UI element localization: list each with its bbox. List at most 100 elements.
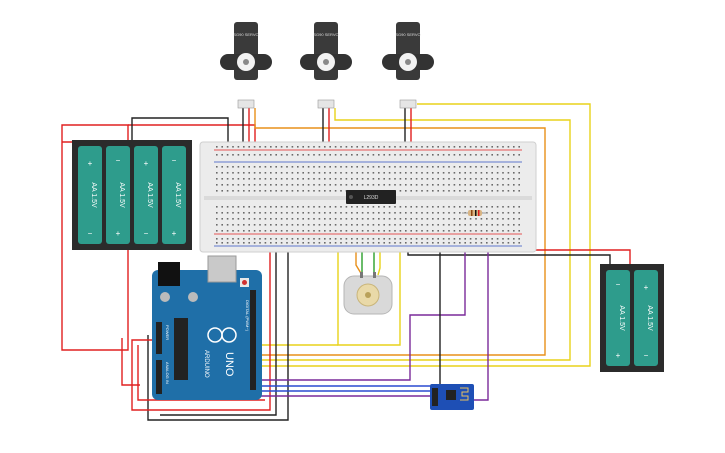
breadboard-hole bbox=[324, 218, 326, 220]
servo-1[interactable]: SG90 SERVO bbox=[220, 22, 272, 109]
breadboard-hole bbox=[275, 242, 277, 244]
breadboard-hole bbox=[437, 242, 439, 244]
breadboard-hole bbox=[248, 172, 250, 174]
driver-chip[interactable]: L293D bbox=[346, 190, 396, 204]
breadboard-hole bbox=[410, 206, 412, 208]
breadboard-hole bbox=[324, 206, 326, 208]
breadboard-hole bbox=[421, 212, 423, 214]
breadboard-hole bbox=[464, 154, 466, 156]
breadboard-hole bbox=[453, 212, 456, 214]
breadboard-hole bbox=[415, 190, 418, 192]
breadboard-hole bbox=[372, 230, 375, 232]
breadboard-hole bbox=[313, 206, 315, 208]
breadboard-hole bbox=[388, 172, 391, 174]
breadboard-hole bbox=[486, 178, 488, 180]
breadboard-hole bbox=[226, 154, 229, 156]
breadboard-hole bbox=[226, 218, 229, 220]
breadboard-hole bbox=[253, 218, 256, 220]
breadboard-hole bbox=[469, 218, 472, 220]
breadboard-hole bbox=[291, 206, 294, 208]
breadboard-hole bbox=[437, 206, 439, 208]
breadboard-hole bbox=[324, 184, 326, 186]
breadboard-hole bbox=[307, 238, 310, 240]
breadboard-hole bbox=[259, 242, 261, 244]
battery-pack-right[interactable]: − AA 1.5V + + AA 1.5V − bbox=[600, 264, 664, 372]
breadboard-hole bbox=[351, 146, 353, 148]
breadboard-hole bbox=[221, 212, 223, 214]
breadboard-hole bbox=[518, 190, 520, 192]
breadboard-hole bbox=[221, 190, 223, 192]
breadboard-hole bbox=[324, 178, 326, 180]
breadboard-hole bbox=[448, 178, 450, 180]
breadboard-hole bbox=[448, 166, 450, 168]
breadboard-hole bbox=[367, 178, 369, 180]
wire-yellow bbox=[258, 108, 571, 361]
breadboard-hole bbox=[486, 184, 488, 186]
breadboard-hole bbox=[248, 230, 250, 232]
breadboard-hole bbox=[232, 166, 234, 168]
breadboard-hole bbox=[221, 230, 223, 232]
breadboard-hole bbox=[243, 212, 245, 214]
breadboard-hole bbox=[356, 172, 358, 174]
breadboard-hole bbox=[367, 212, 369, 214]
breadboard-hole bbox=[426, 218, 429, 220]
breadboard-hole bbox=[367, 146, 369, 148]
motor-shaft bbox=[365, 292, 371, 298]
servo-shaft bbox=[323, 59, 329, 65]
breadboard-hole bbox=[275, 224, 277, 226]
breadboard-hole bbox=[226, 206, 229, 208]
breadboard-hole bbox=[491, 206, 493, 208]
breadboard-hole bbox=[502, 184, 504, 186]
servo-body bbox=[396, 22, 420, 80]
breadboard-hole bbox=[243, 166, 245, 168]
breadboard-hole bbox=[307, 212, 310, 214]
breadboard-hole bbox=[469, 242, 472, 244]
breadboard-hole bbox=[280, 184, 283, 186]
arduino-uno[interactable]: ARDUINO UNO POWER ANALOG IN DIGITAL (PWM… bbox=[152, 255, 262, 400]
breadboard-hole bbox=[383, 154, 385, 156]
breadboard-hole bbox=[486, 166, 488, 168]
breadboard-hole bbox=[237, 238, 240, 240]
breadboard-hole bbox=[388, 218, 391, 220]
breadboard-hole bbox=[415, 230, 418, 232]
breadboard-hole bbox=[469, 206, 472, 208]
breadboard-hole bbox=[302, 230, 304, 232]
breadboard-hole bbox=[259, 178, 261, 180]
breadboard-hole bbox=[507, 212, 510, 214]
breadboard-hole bbox=[237, 224, 240, 226]
breadboard-hole bbox=[275, 178, 277, 180]
breadboard-hole bbox=[318, 190, 321, 192]
breadboard-hole bbox=[459, 242, 461, 244]
breadboard-hole bbox=[259, 154, 261, 156]
servo-3[interactable]: SG90 SERVO bbox=[382, 22, 434, 109]
breadboard-hole bbox=[243, 218, 245, 220]
breadboard-hole bbox=[297, 146, 299, 148]
breadboard-hole bbox=[324, 242, 326, 244]
breadboard-hole bbox=[264, 224, 267, 226]
breadboard-hole bbox=[253, 206, 256, 208]
breadboard-hole bbox=[415, 242, 418, 244]
breadboard-hole bbox=[264, 146, 267, 148]
breadboard-hole bbox=[324, 172, 326, 174]
breadboard-hole bbox=[491, 212, 493, 214]
breadboard-hole bbox=[318, 238, 321, 240]
breadboard-hole bbox=[356, 206, 358, 208]
breadboard-hole bbox=[469, 154, 472, 156]
battery-pack-left[interactable]: + AA 1.5V − − AA 1.5V + + AA 1.5V − − AA… bbox=[72, 140, 192, 250]
battery-minus: − bbox=[616, 280, 621, 289]
breadboard-hole bbox=[410, 154, 412, 156]
breadboard-hole bbox=[399, 242, 402, 244]
resistor[interactable] bbox=[462, 210, 488, 216]
capacitor bbox=[160, 292, 170, 302]
wifi-module[interactable] bbox=[430, 384, 474, 410]
breadboard-hole bbox=[351, 238, 353, 240]
servo-2[interactable]: SG90 SERVO bbox=[300, 22, 352, 109]
breadboard-hole bbox=[437, 218, 439, 220]
breadboard-hole bbox=[297, 242, 299, 244]
breadboard-hole bbox=[453, 238, 456, 240]
battery-minus: − bbox=[644, 351, 649, 360]
breadboard-hole bbox=[426, 166, 429, 168]
dc-motor[interactable] bbox=[343, 272, 393, 315]
breadboard-hole bbox=[383, 224, 385, 226]
